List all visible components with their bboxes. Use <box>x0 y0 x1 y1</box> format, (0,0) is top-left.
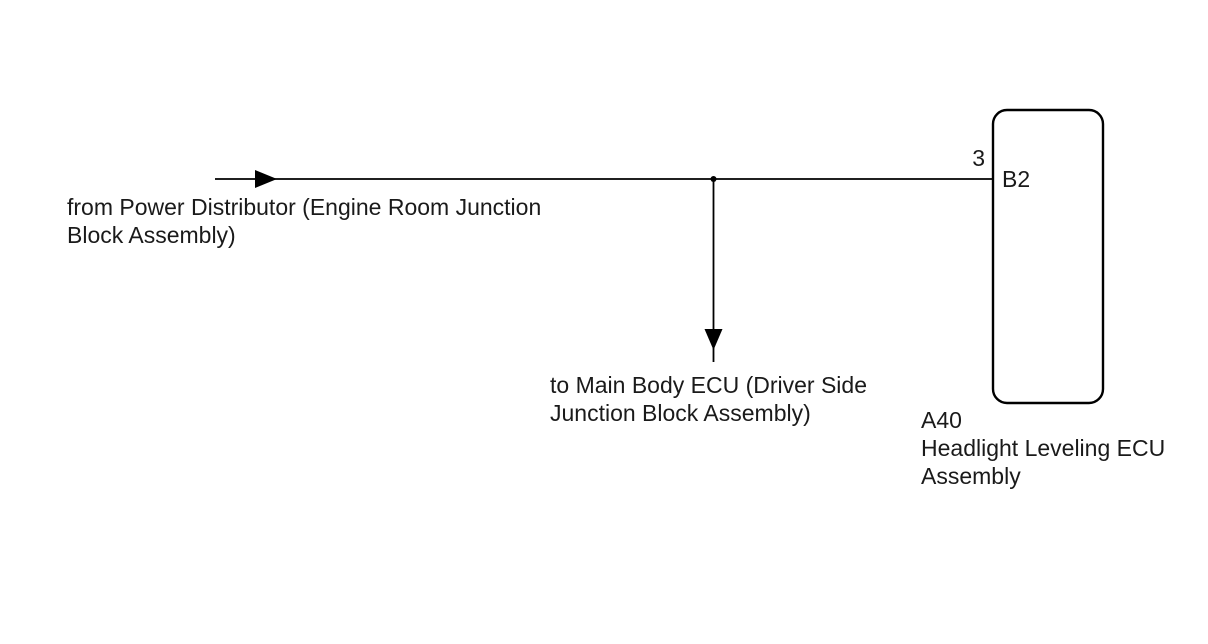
component-label: A40 Headlight Leveling ECU Assembly <box>921 406 1165 490</box>
to-main-body-ecu-label-line1: to Main Body ECU (Driver Side <box>550 372 867 398</box>
pin-number-label: 3 <box>972 145 985 171</box>
component-name-line2: Assembly <box>921 463 1021 489</box>
to-main-body-ecu-label-line2: Junction Block Assembly) <box>550 400 811 426</box>
from-power-distributor-label: from Power Distributor (Engine Room Junc… <box>67 193 541 249</box>
component-name-line1: Headlight Leveling ECU <box>921 435 1166 461</box>
to-main-body-ecu-label: to Main Body ECU (Driver Side Junction B… <box>550 371 867 427</box>
ecu-component-box <box>991 108 1105 405</box>
pin-name-label: B2 <box>1002 166 1031 192</box>
right-arrowhead-icon <box>255 170 277 188</box>
from-power-distributor-label-line1: from Power Distributor (Engine Room Junc… <box>67 194 542 220</box>
component-code-label: A40 <box>921 407 962 433</box>
from-power-distributor-label-line2: Block Assembly) <box>67 222 236 248</box>
down-arrowhead-icon <box>704 329 723 350</box>
